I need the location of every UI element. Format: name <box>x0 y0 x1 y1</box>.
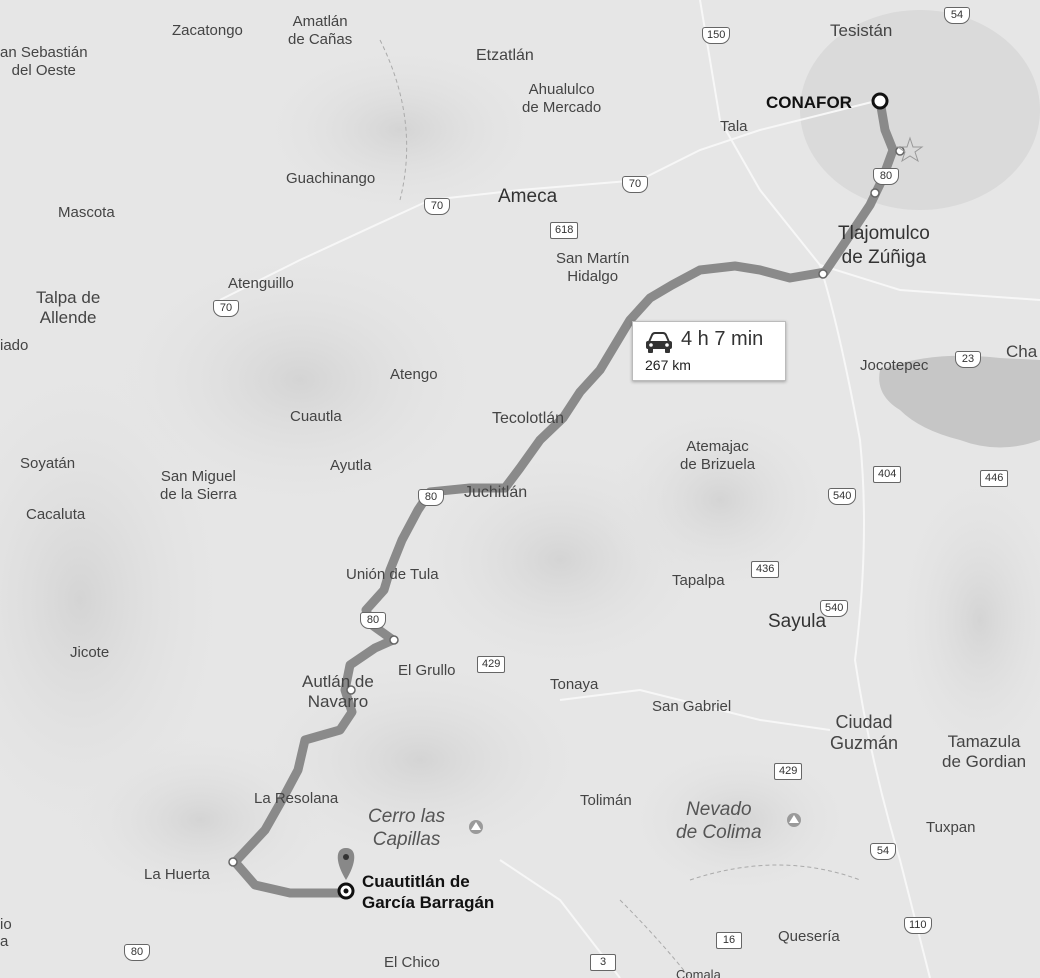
place-label-etzatlan: Etzatlán <box>476 47 534 64</box>
destination-label[interactable]: Cuautitlán de García Barragán <box>362 872 495 912</box>
highway-shield-540: 540 <box>820 600 849 617</box>
highway-shield-404: 404 <box>873 466 902 483</box>
mountain-peak-icon <box>469 820 483 834</box>
highway-shield-540: 540 <box>828 488 857 505</box>
route-duration: 4 h 7 min <box>681 328 764 350</box>
highway-shield-80: 80 <box>124 944 150 961</box>
place-label-la-huerta: La Huerta <box>144 866 210 883</box>
place-label-tecolotlan: Tecolotlán <box>492 410 565 427</box>
place-label-toliman: Tolimán <box>580 792 632 809</box>
place-label-la-resolana: La Resolana <box>254 790 339 807</box>
place-label-atenguillo: Atenguillo <box>228 275 294 292</box>
place-label-talpa: Talpa de Allende <box>36 288 101 327</box>
highway-shield-618: 618 <box>550 222 579 239</box>
place-label-ayutla: Ayutla <box>330 457 372 474</box>
place-label-edge-a: a <box>0 933 9 950</box>
route-distance: 267 km <box>645 357 691 373</box>
place-label-edge-io: io <box>0 916 12 933</box>
highway-shield-70: 70 <box>622 176 648 193</box>
car-icon <box>646 332 672 353</box>
highway-shield-70: 70 <box>213 300 239 317</box>
place-label-queseria: Quesería <box>778 928 840 945</box>
highway-shield-80: 80 <box>360 612 386 629</box>
place-label-jicote: Jicote <box>70 644 110 661</box>
place-label-mascota: Mascota <box>58 204 115 221</box>
place-label-comala: Comala <box>676 967 721 978</box>
place-label-tuxpan: Tuxpan <box>926 819 976 836</box>
place-label-amatlan: Amatlán de Cañas <box>288 13 353 48</box>
place-label-tonaya: Tonaya <box>550 676 599 693</box>
place-label-juchitlan: Juchitlán <box>464 484 528 501</box>
highway-shield-150: 150 <box>702 27 731 44</box>
place-label-soyatan: Soyatán <box>20 455 76 472</box>
origin-marker-icon[interactable] <box>871 92 889 110</box>
destination-pin-icon[interactable] <box>337 848 355 900</box>
roads <box>219 0 1040 978</box>
place-label-cuautla: Cuautla <box>290 408 342 425</box>
place-label-jocotepec: Jocotepec <box>860 357 929 374</box>
place-label-san-sebastian: an Sebastián del Oeste <box>0 44 88 79</box>
highway-shield-70: 70 <box>424 198 450 215</box>
route-line[interactable] <box>230 96 898 898</box>
place-label-edge-iado: iado <box>0 337 29 354</box>
place-label-ameca: Ameca <box>498 186 558 207</box>
highway-shield-429: 429 <box>774 763 803 780</box>
place-label-zacatongo: Zacatongo <box>172 22 243 39</box>
origin-label[interactable]: CONAFOR <box>766 93 852 112</box>
highway-shield-54: 54 <box>870 843 896 860</box>
route-info-box[interactable]: 4 h 7 min 267 km <box>632 321 786 381</box>
highway-shield-54: 54 <box>944 7 970 24</box>
place-label-guachinango: Guachinango <box>286 170 376 187</box>
highway-shield-436: 436 <box>751 561 780 578</box>
highway-shield-446: 446 <box>980 470 1009 487</box>
highway-shield-80: 80 <box>873 168 899 185</box>
place-label-ahualulco: Ahualulco de Mercado <box>522 81 602 116</box>
lake-chapala <box>879 355 1040 448</box>
place-label-el-grullo: El Grullo <box>398 662 456 679</box>
place-label-cha: Cha <box>1006 342 1038 361</box>
place-label-atemajac: Atemajac de Brizuela <box>680 438 756 473</box>
highway-shield-16: 16 <box>716 932 742 949</box>
place-label-tlajomulco: Tlajomulco de Zúñiga <box>838 223 930 268</box>
place-label-autlan: Autlán de Navarro <box>302 672 374 711</box>
place-label-cerro-capillas: Cerro las Capillas <box>368 806 446 850</box>
place-label-san-martin: San Martín Hidalgo <box>556 250 630 285</box>
highway-shield-80: 80 <box>418 489 444 506</box>
place-label-tesistan: Tesistán <box>830 21 893 40</box>
place-label-san-gabriel: San Gabriel <box>652 698 732 715</box>
place-label-tamazula: Tamazula de Gordian <box>942 732 1027 771</box>
place-label-tala: Tala <box>720 118 748 135</box>
highway-shield-23: 23 <box>955 351 981 368</box>
mountain-peak-icon <box>787 813 801 827</box>
highway-shield-3: 3 <box>590 954 616 971</box>
highway-shield-110: 110 <box>904 917 932 934</box>
place-label-ciudad-guzman: Ciudad Guzmán <box>830 712 899 753</box>
place-label-san-miguel: San Miguel de la Sierra <box>160 468 237 503</box>
place-label-atengo: Atengo <box>390 366 438 383</box>
place-label-sayula: Sayula <box>768 611 827 632</box>
place-label-union-tula: Unión de Tula <box>346 566 439 583</box>
highway-shield-429: 429 <box>477 656 506 673</box>
terrain-shading <box>0 40 1040 910</box>
place-label-cacaluta: Cacaluta <box>26 506 86 523</box>
place-label-nevado: Nevado de Colima <box>676 799 762 843</box>
state-border <box>379 39 861 978</box>
place-label-el-chico: El Chico <box>384 954 440 971</box>
place-label-tapalpa: Tapalpa <box>672 572 725 589</box>
urban-area <box>800 10 1040 210</box>
star-icon <box>896 136 924 163</box>
